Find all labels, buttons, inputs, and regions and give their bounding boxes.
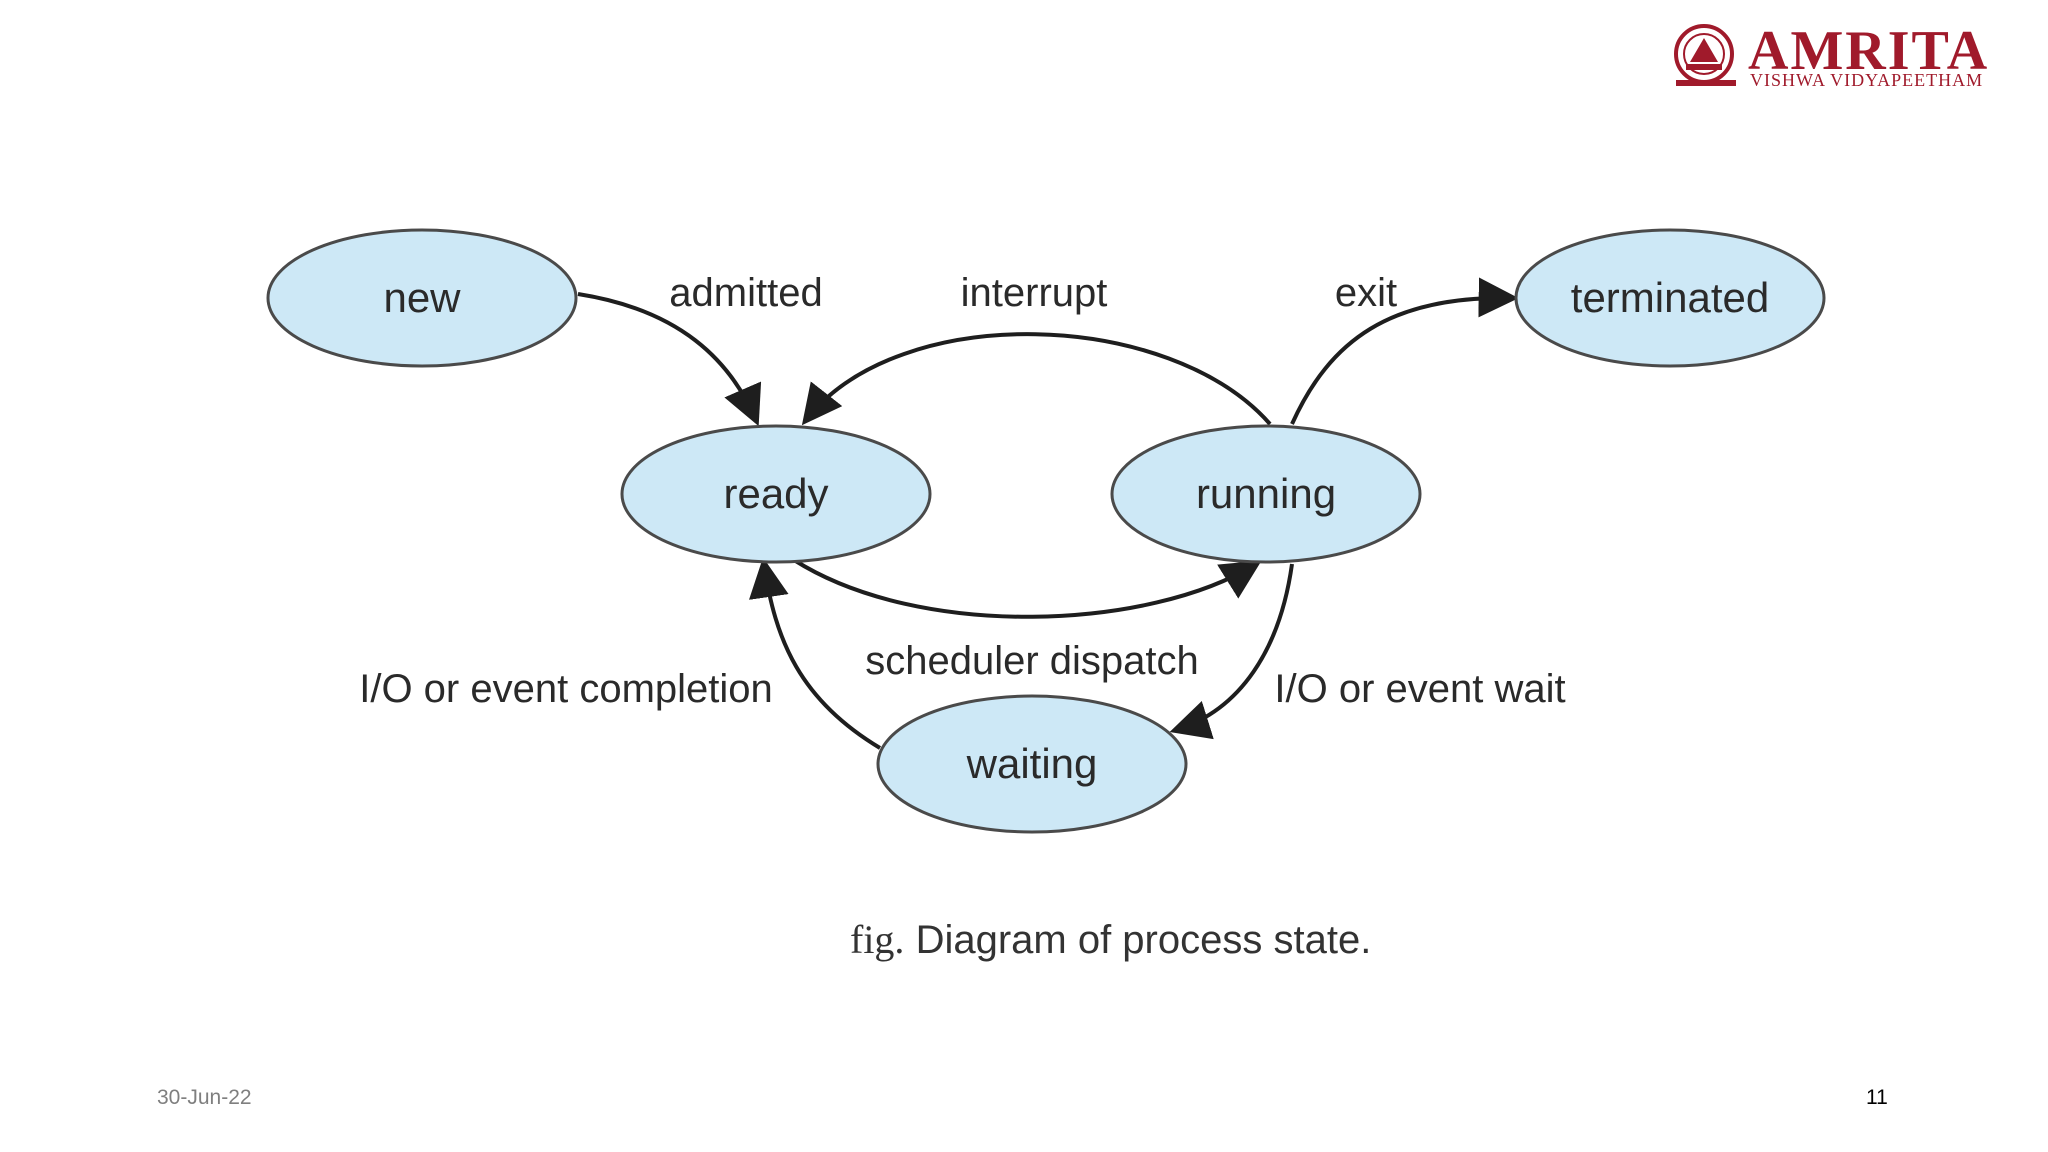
amrita-logo: AMRITA VISHWA VIDYAPEETHAM <box>1672 20 2032 94</box>
amrita-emblem-icon <box>1674 24 1736 86</box>
node-ready-label: ready <box>723 470 828 517</box>
caption-text: Diagram of process state. <box>915 918 1372 962</box>
node-waiting-label: waiting <box>966 740 1098 787</box>
edge-label-io-completion: I/O or event completion <box>359 667 773 711</box>
edge-label-io-wait: I/O or event wait <box>1274 667 1565 711</box>
node-new: new <box>266 228 578 368</box>
node-new-label: new <box>383 274 461 321</box>
node-terminated: terminated <box>1514 228 1826 368</box>
edge-io-completion <box>748 557 882 750</box>
caption-prefix: fig. <box>850 917 905 962</box>
node-terminated-label: terminated <box>1571 274 1769 321</box>
edge-label-interrupt: interrupt <box>961 271 1108 315</box>
node-ready: ready <box>620 424 932 564</box>
edge-label-admitted: admitted <box>669 271 822 315</box>
edge-admitted <box>577 292 762 427</box>
node-running-label: running <box>1196 470 1336 517</box>
edge-exit <box>1290 277 1519 425</box>
edge-io-wait <box>1169 563 1294 740</box>
edge-scheduler-dispatch <box>792 558 1262 619</box>
edge-label-scheduler-dispatch: scheduler dispatch <box>865 639 1199 683</box>
logo-wordmark: AMRITA <box>1748 20 1990 82</box>
edge-interrupt <box>801 332 1272 426</box>
node-running: running <box>1110 424 1422 564</box>
slide-number: 11 <box>1866 1086 1888 1109</box>
slide-date: 30-Jun-22 <box>157 1086 252 1109</box>
figure-caption: fig. Diagram of process state. <box>850 916 1371 963</box>
edge-label-exit: exit <box>1335 271 1397 315</box>
node-waiting: waiting <box>876 694 1188 834</box>
logo-subtitle: VISHWA VIDYAPEETHAM <box>1750 70 1984 90</box>
